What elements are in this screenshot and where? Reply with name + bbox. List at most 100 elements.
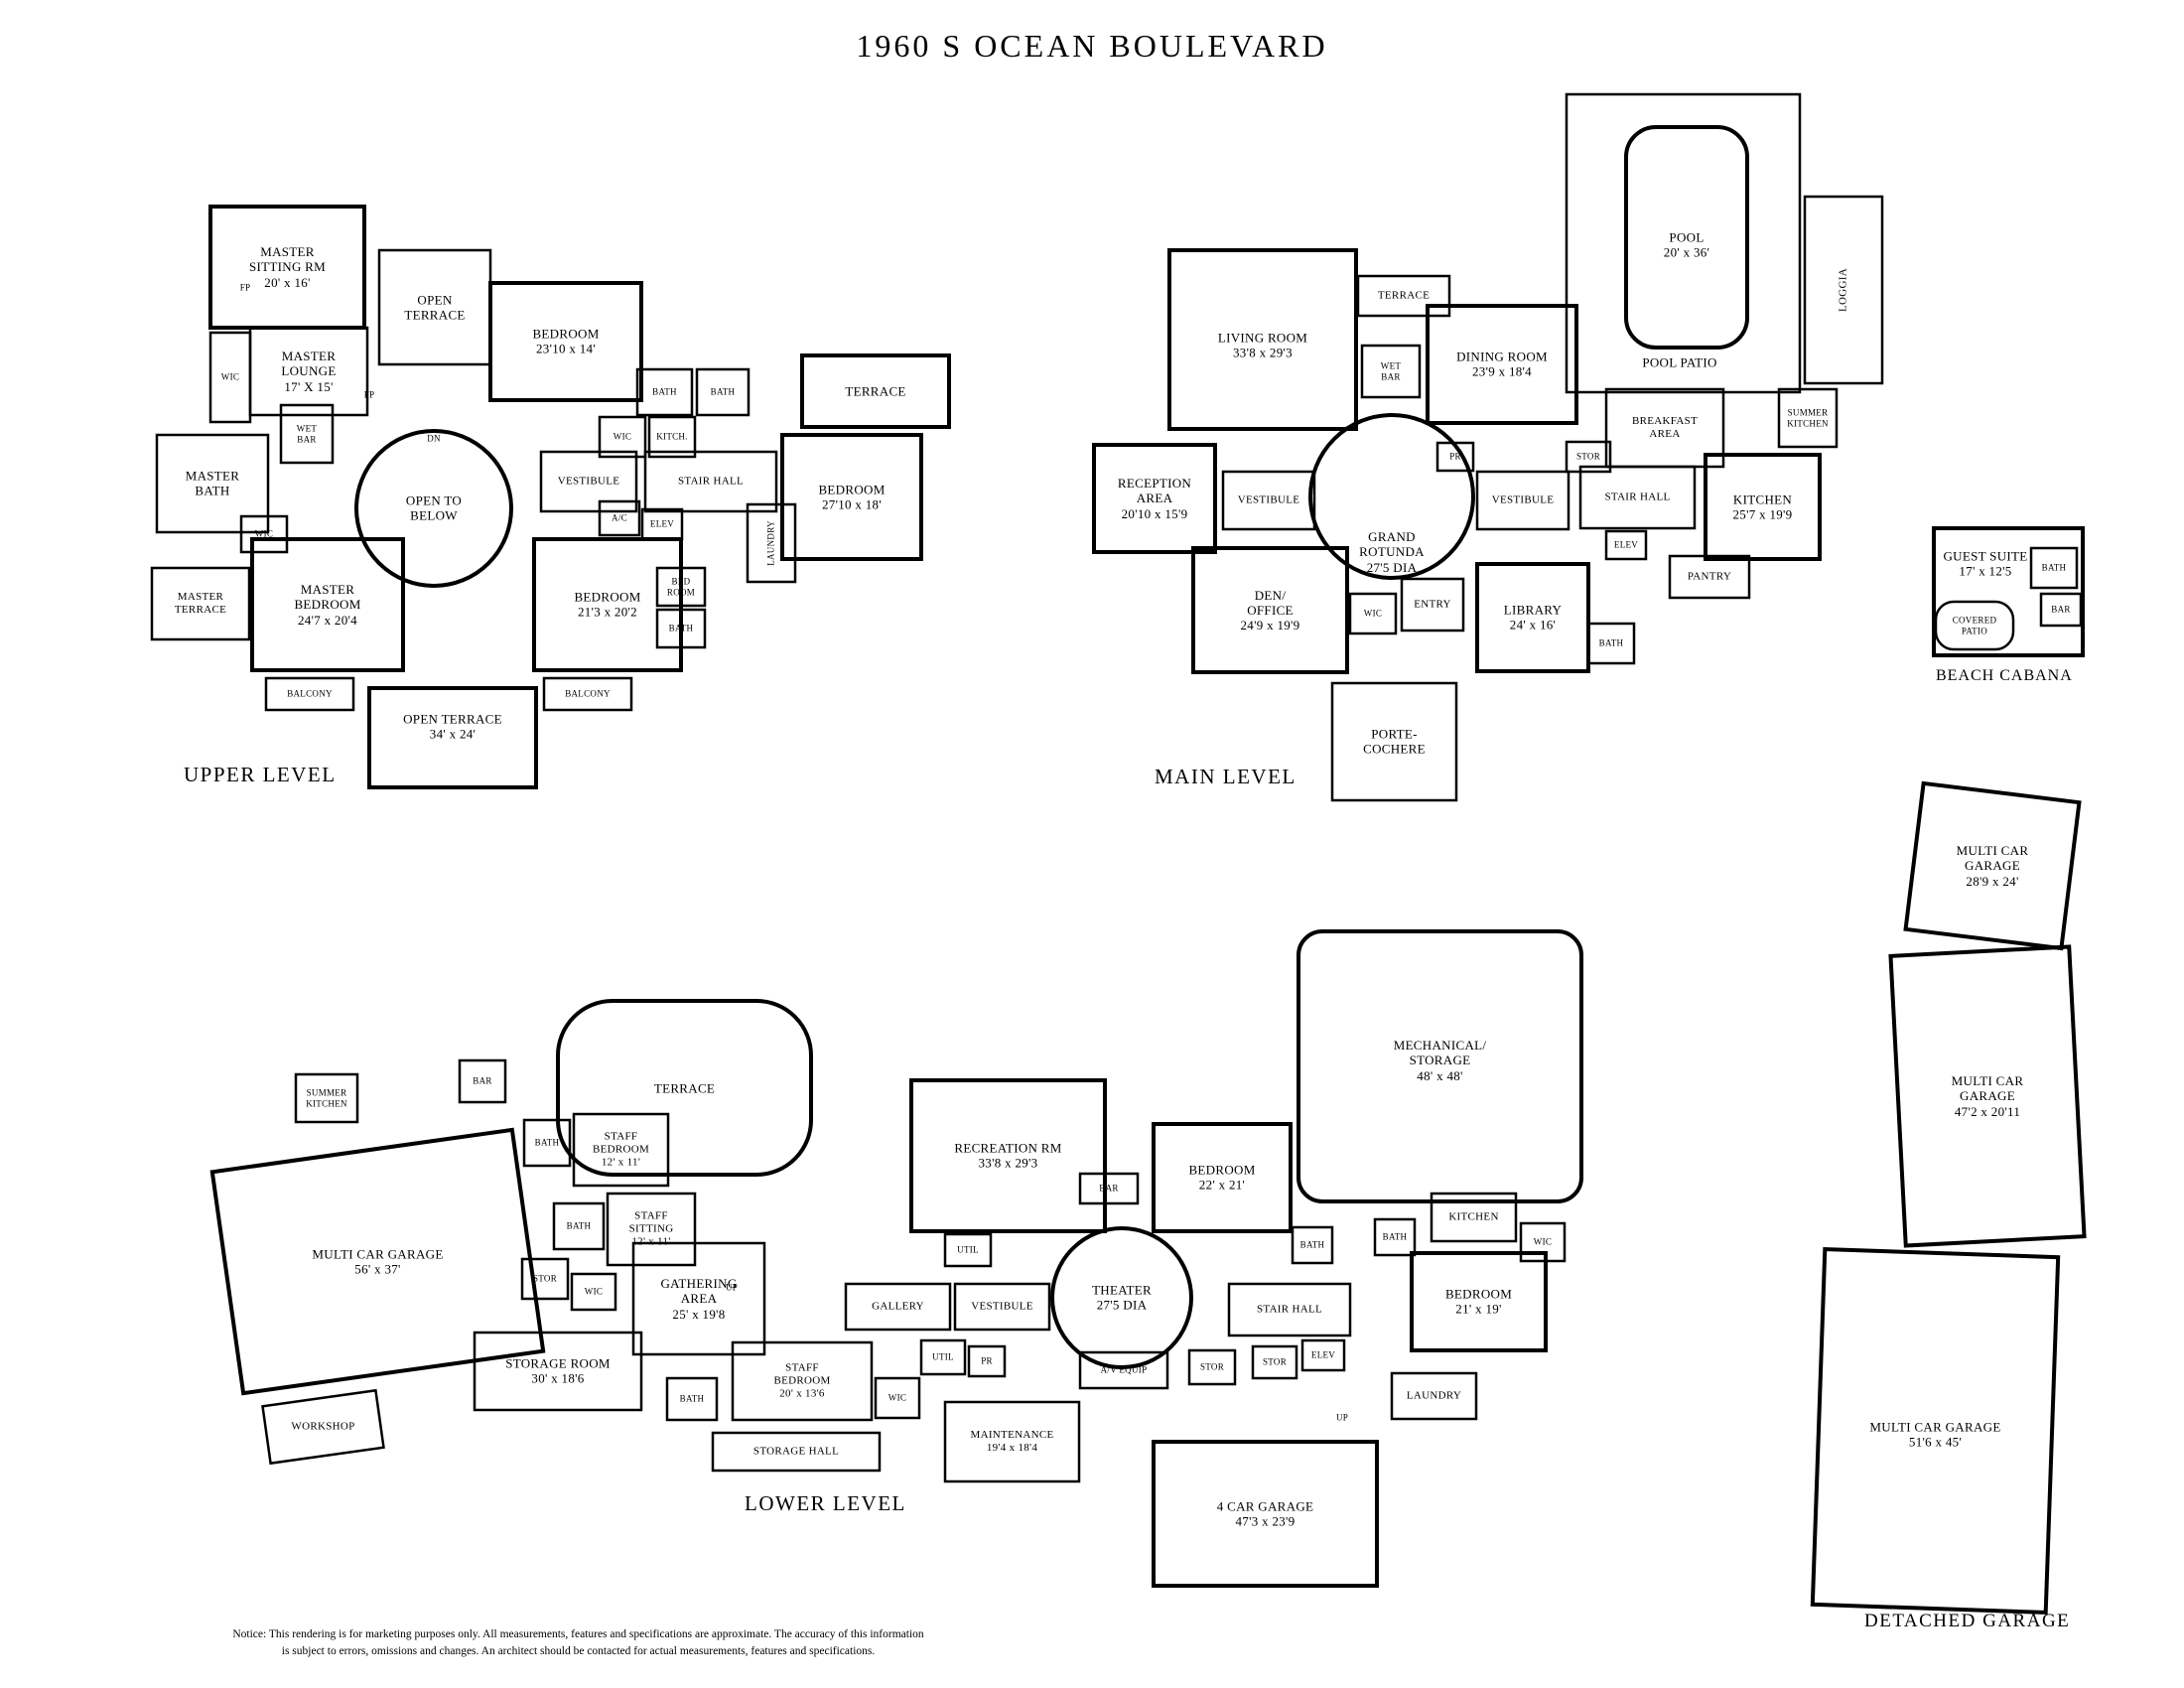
loggia-label: LOGGIA [1837, 268, 1849, 312]
notice-line-1: Notice: This rendering is for marketing … [232, 1628, 924, 1640]
library-outline [1475, 562, 1590, 673]
wet-bar-main-outline [1360, 344, 1422, 399]
pantry-label: PANTRY [1687, 570, 1732, 583]
elev-lower-outline [1300, 1338, 1346, 1372]
stair-hall-lower-label: STAIR HALL [1257, 1303, 1322, 1316]
kitch-upper-label: KITCH. [656, 431, 688, 442]
bath-upper-1-outline [635, 367, 694, 417]
gallery-outline [844, 1282, 952, 1332]
stair-hall-main-label: STAIR HALL [1604, 491, 1671, 503]
balcony-left-outline [264, 676, 355, 712]
laundry-lower-label: LAUNDRY [1406, 1389, 1462, 1402]
bar-cabana-outline [2039, 592, 2083, 628]
wic-lower-1-outline [570, 1272, 617, 1312]
bath-main-outline [1586, 622, 1636, 665]
main-level-label: MAIN LEVEL [1155, 765, 1297, 788]
balcony-right-label: BALCONY [565, 688, 611, 699]
stor-lower-3-outline [1251, 1344, 1298, 1380]
dining-room-outline [1426, 304, 1578, 425]
terrace-main-label: TERRACE [1377, 289, 1431, 302]
staff-sitting-outline [606, 1192, 697, 1267]
bath-lower-3-outline [1291, 1225, 1334, 1265]
wic-lower-3-label: WIC [887, 1392, 907, 1403]
living-room-outline [1167, 248, 1358, 431]
bath-upper-3-label: BATH [668, 623, 694, 633]
summer-kitchen-lower-outline [294, 1072, 359, 1124]
stor-main-label: STOR [1575, 451, 1601, 462]
bath-lower-3-label: BATH [1299, 1239, 1325, 1250]
bath-lower-2-label: BATH [566, 1220, 592, 1231]
fp-upper-2-label: FP [363, 389, 375, 400]
open-terrace-big-outline [367, 686, 538, 789]
stor-lower-1-outline [520, 1257, 570, 1301]
elev-main-outline [1604, 529, 1648, 561]
vestibule-lower-label: VESTIBULE [971, 1300, 1033, 1313]
terrace-lower-label: TERRACE [653, 1079, 716, 1095]
staff-bedroom-1-outline [572, 1112, 670, 1188]
wic-lower-2-outline [1519, 1221, 1567, 1263]
bedroom-lower-2-outline [1410, 1251, 1548, 1352]
recreation-rm-outline [909, 1078, 1107, 1233]
entry-label: ENTRY [1414, 598, 1451, 611]
multi-car-garage-3-outline [1810, 1246, 2061, 1616]
four-car-garage-outline [1152, 1440, 1379, 1588]
av-equip-label: A/V EQUIP [1100, 1364, 1148, 1375]
wic-upper-2-label: WIC [613, 431, 632, 442]
staff-bedroom-2-outline [731, 1340, 874, 1422]
elev-upper-label: ELEV [649, 518, 675, 529]
bath-upper-2-label: BATH [710, 386, 736, 397]
notice-text: Notice: This rendering is for marketing … [114, 1626, 1042, 1661]
stair-hall-upper-label: STAIR HALL [678, 475, 744, 488]
page-title: 1960 S OCEAN BOULEVARD [856, 28, 1328, 64]
pr-lower-label: PR [981, 1355, 993, 1366]
stor-lower-2-label: STOR [1199, 1361, 1225, 1372]
bath-lower-4-label: BATH [1382, 1231, 1408, 1242]
bath-upper-3-outline [655, 608, 707, 649]
entry-outline [1400, 577, 1465, 633]
master-bath-outline [155, 433, 270, 534]
upper-level-label: UPPER LEVEL [184, 763, 337, 786]
stor-lower-1-label: STOR [532, 1273, 558, 1284]
bath-main-label: BATH [1598, 637, 1624, 648]
storage-hall-label: STORAGE HALL [752, 1445, 840, 1458]
multi-car-garage-lower-outline [209, 1127, 546, 1396]
reception-area-outline [1092, 443, 1217, 554]
gathering-area-outline [631, 1241, 766, 1356]
pr-main-label: PR [1449, 451, 1461, 462]
stair-hall-main-outline [1578, 465, 1697, 530]
wic-lower-3-outline [874, 1376, 921, 1420]
bedroom-lower-1-outline [1152, 1122, 1293, 1233]
stair-hall-lower-outline [1227, 1282, 1352, 1337]
maintenance-outline [943, 1400, 1081, 1483]
fp-upper-1-label: FP [239, 282, 251, 293]
terrace-upper-label: TERRACE [845, 383, 906, 399]
beach-cabana-label: BEACH CABANA [1936, 667, 2073, 684]
theater-outline [1050, 1226, 1193, 1369]
workshop-outline [261, 1388, 385, 1466]
